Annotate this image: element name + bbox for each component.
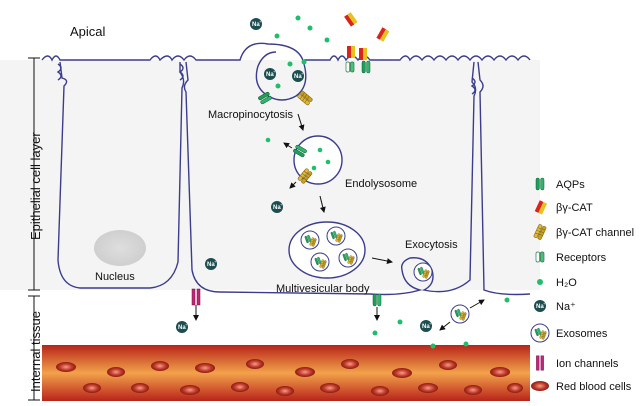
apical-exterior bbox=[250, 12, 390, 74]
multivesicular-body bbox=[288, 221, 366, 279]
nucleus bbox=[94, 230, 146, 266]
water-icon bbox=[537, 279, 543, 285]
svg-text:βγ-CAT channel: βγ-CAT channel bbox=[556, 227, 634, 239]
epithelial-background bbox=[0, 60, 540, 290]
svg-text:βγ-CAT: βγ-CAT bbox=[556, 202, 593, 214]
arrow-to-endolysosome bbox=[297, 113, 305, 131]
exocytosis-vesicle bbox=[414, 263, 432, 281]
layer-axis bbox=[28, 57, 40, 401]
exocytosis-label: Exocytosis bbox=[405, 239, 458, 251]
red-blood-cells bbox=[56, 359, 523, 396]
svg-text:H₂O: H₂O bbox=[556, 277, 577, 289]
macropinocytosis-vesicle bbox=[257, 59, 314, 106]
endolysosome-label: Endolysosome bbox=[345, 178, 417, 190]
multivesicular-body-label: Multivesicular body bbox=[276, 283, 370, 295]
svg-text:Ion channels: Ion channels bbox=[556, 358, 619, 370]
svg-text:Exosomes: Exosomes bbox=[556, 328, 608, 340]
sodium-ion-icon bbox=[534, 300, 546, 312]
basal-events bbox=[176, 258, 510, 349]
cell-membranes bbox=[41, 42, 531, 296]
arrow-to-mvb bbox=[319, 195, 326, 213]
svg-text:Receptors: Receptors bbox=[556, 252, 607, 264]
legend-item-rbc: Red blood cells bbox=[531, 381, 632, 393]
legend-item-bgcat-channel: βγ-CAT channel bbox=[533, 223, 634, 241]
svg-text:Na⁺: Na⁺ bbox=[556, 301, 576, 313]
arrow-to-exocytosis bbox=[371, 257, 393, 264]
nucleus-label: Nucleus bbox=[95, 271, 135, 283]
legend-item-ion-channels: Ion channels bbox=[536, 355, 619, 371]
legend: AQPs βγ-CAT βγ-CAT channel Receptors H₂O… bbox=[531, 177, 634, 393]
legend-item-bgcat: βγ-CAT bbox=[534, 200, 593, 215]
red-blood-cell-icon bbox=[531, 381, 549, 391]
svg-text:AQPs: AQPs bbox=[556, 179, 585, 191]
legend-item-aqps: AQPs bbox=[535, 177, 585, 191]
legend-item-sodium: Na⁺ bbox=[534, 300, 576, 313]
endolysosome bbox=[265, 135, 343, 213]
epithelial-layer-label: Epithelial cell layer bbox=[28, 132, 43, 240]
macropinocytosis-label: Macropinocytosis bbox=[208, 109, 293, 121]
internal-tissue-label: Internal tissue bbox=[28, 311, 43, 392]
svg-text:Red blood cells: Red blood cells bbox=[556, 381, 632, 393]
exosome-icon bbox=[531, 324, 549, 342]
legend-item-receptors: Receptors bbox=[535, 251, 607, 264]
ion-channel-icon bbox=[536, 355, 544, 371]
legend-item-water: H₂O bbox=[537, 277, 577, 289]
legend-item-exosomes: Exosomes bbox=[531, 324, 608, 342]
apical-label: Apical bbox=[70, 24, 106, 39]
